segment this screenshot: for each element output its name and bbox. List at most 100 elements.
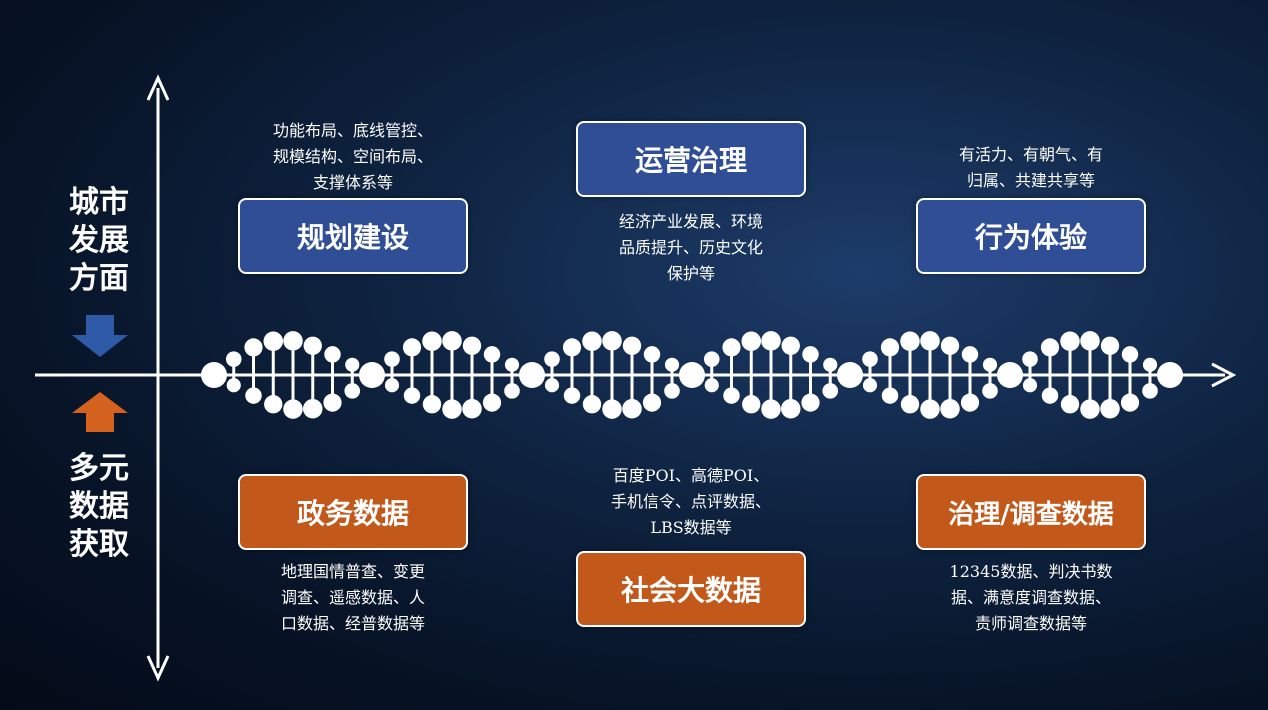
helix-bead — [582, 395, 602, 414]
behavior-box: 行为体验 — [916, 198, 1146, 274]
helix-bead — [602, 331, 622, 351]
helix-bead — [263, 331, 284, 351]
helix-bead — [245, 387, 262, 404]
helix-bead — [403, 387, 421, 404]
helix-bead — [862, 378, 878, 393]
vertical-axis-top-arrow — [146, 74, 170, 101]
helix-bead — [723, 387, 740, 404]
helix-bead — [881, 387, 899, 404]
planning-box: 规划建设 — [238, 198, 468, 274]
helix-node — [837, 362, 863, 388]
government-data-description: 地理国情普查、变更 调查、遥感数据、人 口数据、经普数据等 — [280, 562, 425, 633]
helix-node — [201, 362, 227, 388]
helix-bead — [862, 351, 878, 367]
helix-bead — [422, 395, 442, 414]
helix-bead — [741, 331, 762, 351]
helix-bead — [323, 393, 342, 412]
helix-bead — [664, 357, 680, 372]
helix-bead — [920, 331, 940, 351]
helix-bead — [880, 338, 900, 357]
helix-bead — [822, 383, 839, 399]
governance-data-description: 12345数据、判决书数 据、满意度调查数据、 责师调查数据等 — [949, 562, 1113, 633]
helix-bead — [940, 399, 960, 419]
helix-bead — [1080, 331, 1100, 351]
helix-bead — [1041, 387, 1059, 404]
operations-description: 经济产业发展、环境 品质提升、历史文化 保护等 — [618, 212, 763, 283]
helix-bead — [384, 378, 400, 393]
social-data-description: 百度POI、高德POI、 手机信令、点评数据、 LBS数据等 — [610, 466, 771, 537]
dna-helix — [201, 331, 1183, 419]
data-acquisition-label: 多元 数据 获取 — [69, 451, 129, 562]
down-arrow-icon — [72, 315, 128, 357]
helix-bead — [602, 399, 622, 419]
government-data-box: 政务数据 — [238, 474, 468, 550]
helix-node — [359, 362, 385, 388]
helix-bead — [961, 346, 979, 363]
helix-bead — [982, 383, 998, 399]
helix-bead — [324, 346, 341, 363]
helix-bead — [1022, 378, 1038, 393]
helix-node — [519, 362, 545, 388]
helix-bead — [761, 331, 781, 351]
helix-bead — [642, 393, 662, 412]
helix-bead — [801, 393, 820, 412]
helix-bead — [504, 357, 520, 372]
helix-bead — [303, 336, 322, 355]
helix-bead — [622, 399, 642, 419]
vertical-axis-bottom-arrow — [146, 655, 170, 682]
helix-bead — [643, 346, 661, 363]
helix-bead — [544, 351, 560, 367]
helix-bead — [344, 383, 361, 399]
planning-description: 功能布局、底线管控、 规模结构、空间布局、 支撑体系等 — [272, 121, 433, 192]
helix-bead — [225, 351, 242, 367]
helix-bead — [264, 395, 283, 414]
helix-bead — [960, 393, 980, 412]
helix-node — [679, 362, 705, 388]
helix-bead — [722, 338, 741, 357]
operations-box: 运营治理 — [576, 121, 806, 197]
helix-bead — [402, 338, 422, 357]
helix-bead — [703, 351, 720, 367]
helix-bead — [1100, 336, 1120, 355]
helix-bead — [781, 336, 800, 355]
horizontal-axis-arrow — [1211, 362, 1237, 388]
helix-bead — [1022, 351, 1038, 367]
helix-bead — [704, 378, 719, 393]
helix-bead — [900, 395, 920, 414]
helix-bead — [226, 378, 241, 393]
helix-bead — [1121, 346, 1139, 363]
helix-bead — [562, 338, 582, 357]
social-data-box: 社会大数据 — [576, 551, 806, 627]
helix-bead — [761, 399, 781, 419]
helix-bead — [442, 331, 462, 351]
helix-node — [997, 362, 1023, 388]
helix-bead — [900, 331, 920, 351]
city-development-label: 城市 发展 方面 — [69, 185, 129, 296]
helix-bead — [582, 331, 602, 351]
helix-bead — [345, 357, 360, 372]
helix-bead — [1060, 395, 1080, 414]
helix-bead — [504, 383, 520, 399]
helix-bead — [563, 387, 581, 404]
helix-bead — [1142, 383, 1158, 399]
helix-bead — [1060, 331, 1080, 351]
helix-bead — [283, 331, 303, 351]
helix-bead — [742, 395, 761, 414]
helix-bead — [940, 336, 960, 355]
helix-bead — [1142, 357, 1158, 372]
helix-bead — [302, 399, 323, 419]
behavior-description: 有活力、有朝气、有 归属、共建共享等 — [958, 145, 1103, 190]
helix-bead — [244, 338, 263, 357]
helix-bead — [780, 399, 801, 419]
helix-bead — [422, 331, 442, 351]
helix-bead — [462, 336, 482, 355]
helix-bead — [283, 399, 303, 419]
helix-bead — [1080, 399, 1100, 419]
up-arrow-icon — [72, 392, 128, 432]
helix-bead — [384, 351, 400, 367]
helix-node — [1157, 362, 1183, 388]
governance-data-box: 治理/调查数据 — [916, 474, 1146, 550]
helix-bead — [1120, 393, 1140, 412]
